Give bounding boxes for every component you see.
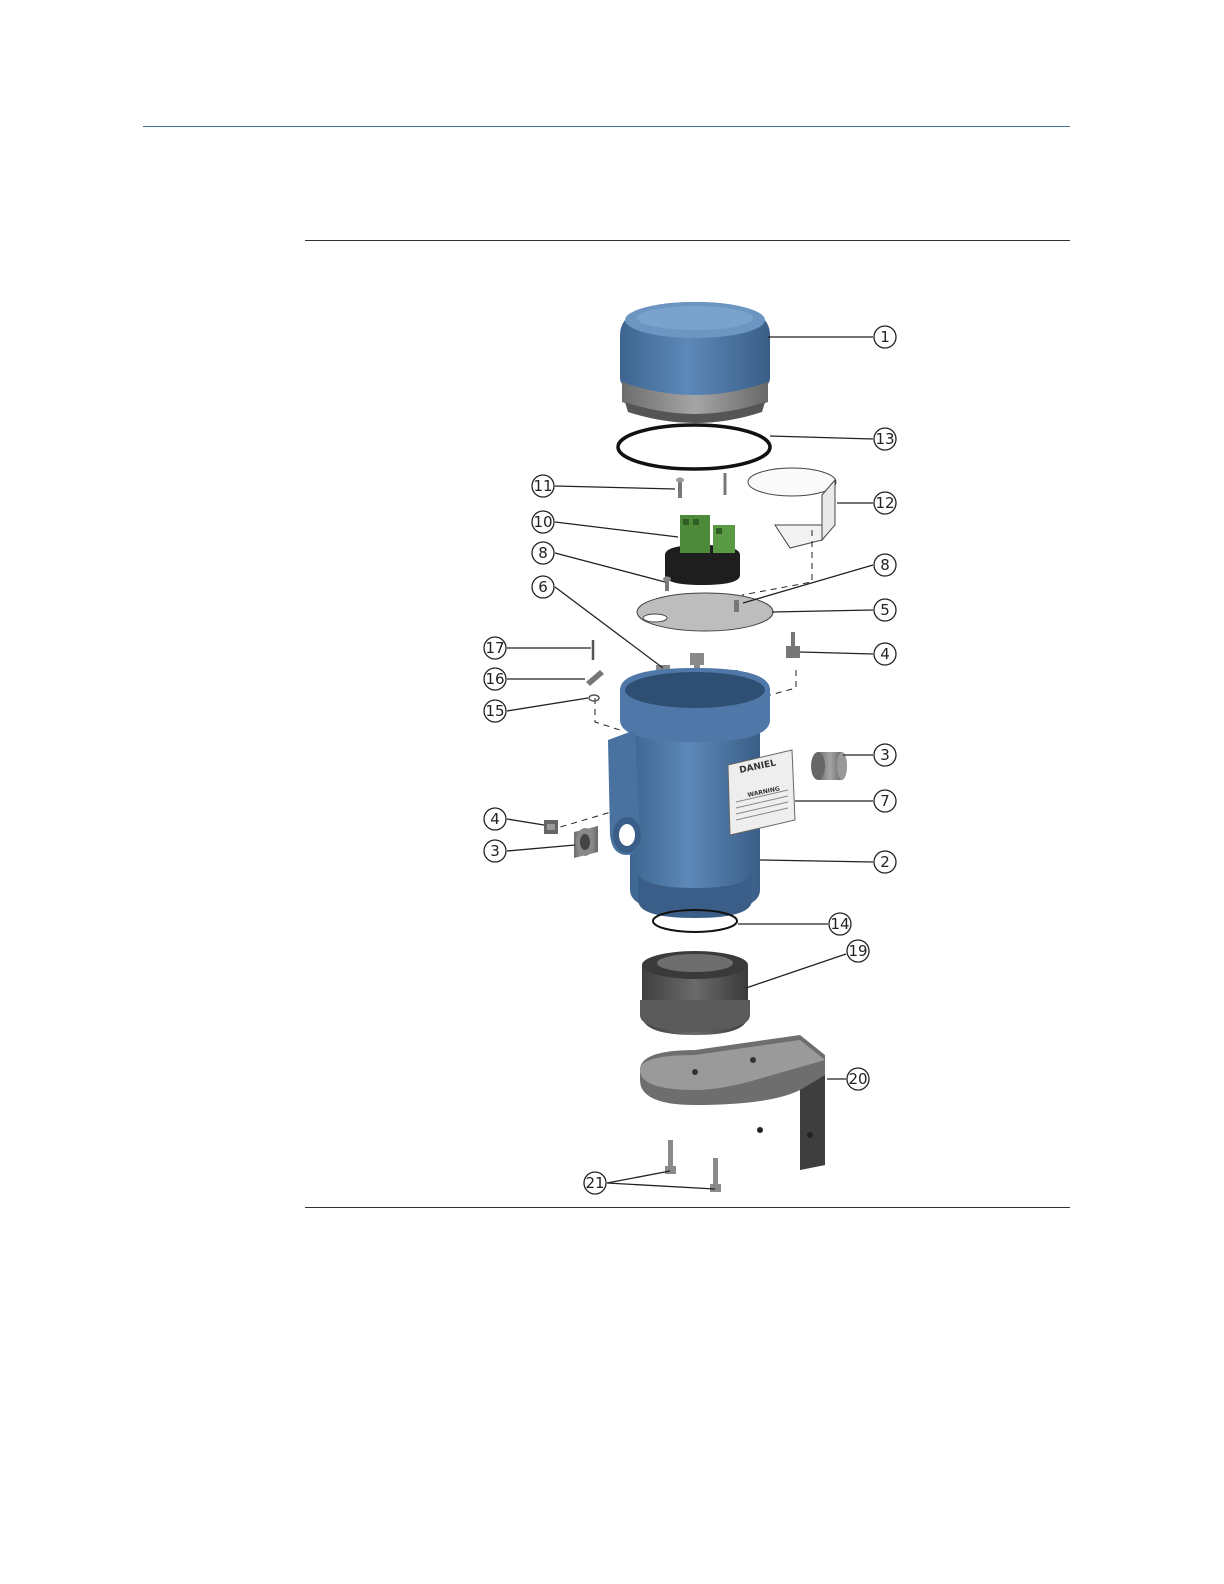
callout-16: 16	[484, 668, 506, 690]
callout-1: 1	[874, 326, 896, 348]
terminal-block-part	[665, 515, 740, 585]
callout-11: 11	[532, 475, 554, 497]
mounting-plate-part	[637, 593, 773, 631]
callout-4-lower: 4	[484, 808, 506, 830]
callout-19: 19	[847, 940, 869, 962]
o-ring-part	[618, 425, 770, 469]
callout-4-upper: 4	[874, 643, 896, 665]
svg-text:3: 3	[880, 746, 890, 764]
callout-3-left: 3	[484, 840, 506, 862]
callout-20: 20	[847, 1068, 869, 1090]
callout-12: 12	[874, 492, 896, 514]
mounting-bracket-part	[640, 1035, 825, 1170]
svg-text:1: 1	[880, 328, 890, 346]
cover-part	[620, 302, 770, 423]
svg-text:4: 4	[490, 810, 500, 828]
svg-text:15: 15	[485, 702, 504, 720]
callout-6: 6	[532, 576, 554, 598]
svg-text:2: 2	[880, 853, 890, 871]
screw-part	[676, 473, 725, 498]
callout-10: 10	[532, 511, 554, 533]
callout-3-right: 3	[874, 744, 896, 766]
svg-text:8: 8	[880, 556, 890, 574]
svg-text:12: 12	[875, 494, 894, 512]
ground-clamp-part	[786, 632, 800, 658]
conduit-plug-part-2	[574, 826, 598, 858]
callout-17: 17	[484, 637, 506, 659]
svg-text:6: 6	[538, 578, 548, 596]
callout-21: 21	[584, 1172, 606, 1194]
figure-top-rule	[305, 240, 1070, 241]
svg-text:11: 11	[533, 477, 552, 495]
svg-text:20: 20	[848, 1070, 867, 1088]
svg-text:10: 10	[533, 513, 552, 531]
svg-text:16: 16	[485, 670, 504, 688]
svg-text:8: 8	[538, 544, 548, 562]
svg-text:21: 21	[585, 1174, 604, 1192]
svg-text:4: 4	[880, 645, 890, 663]
bracket-bolts-part	[665, 1140, 721, 1192]
exploded-view-diagram: DANIEL WARNING	[470, 290, 910, 1200]
callout-2: 2	[874, 851, 896, 873]
adapter-part	[640, 951, 750, 1035]
callout-5: 5	[874, 599, 896, 621]
svg-text:3: 3	[490, 842, 500, 860]
svg-text:19: 19	[848, 942, 867, 960]
svg-text:7: 7	[880, 792, 890, 810]
callout-15: 15	[484, 700, 506, 722]
header-rule	[143, 126, 1070, 127]
callout-7: 7	[874, 790, 896, 812]
ground-screw-part	[586, 640, 604, 701]
callout-13: 13	[874, 428, 896, 450]
callout-8-right: 8	[874, 554, 896, 576]
conduit-plug-part	[811, 752, 847, 780]
svg-text:5: 5	[880, 601, 890, 619]
svg-text:14: 14	[830, 915, 849, 933]
insulator-sheet-part	[748, 468, 836, 548]
svg-text:13: 13	[875, 430, 894, 448]
figure-bottom-rule	[305, 1207, 1070, 1208]
svg-text:17: 17	[485, 639, 504, 657]
plate-screw-part	[663, 577, 671, 592]
callout-8-left: 8	[532, 542, 554, 564]
ground-clamp-part-2	[544, 820, 558, 834]
callout-14: 14	[829, 913, 851, 935]
warning-label-plate-part: DANIEL WARNING	[728, 750, 795, 835]
